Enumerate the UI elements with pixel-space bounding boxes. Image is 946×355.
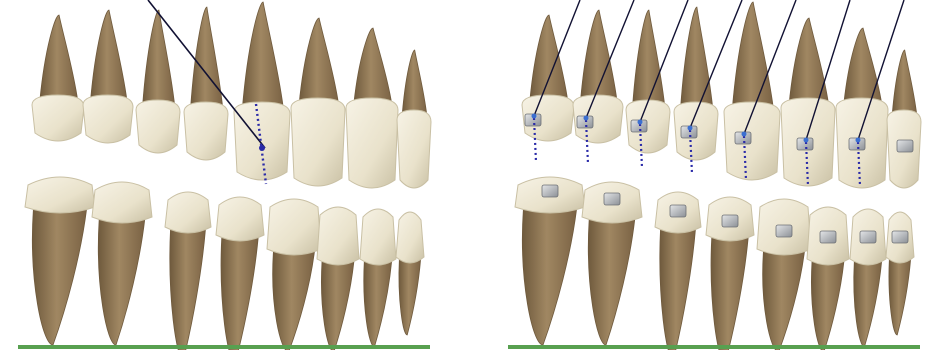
upper-tooth	[724, 2, 780, 180]
lower-tooth	[360, 209, 396, 347]
bracket	[776, 225, 792, 237]
tooth-root	[763, 251, 805, 350]
lower-tooth	[757, 199, 811, 350]
tooth-crown	[92, 182, 152, 223]
tooth-crown	[267, 199, 321, 255]
bracket	[542, 185, 558, 197]
tooth-root	[221, 237, 258, 350]
tooth-root	[522, 209, 576, 345]
tooth-root	[588, 219, 634, 345]
upper-tooth	[234, 2, 290, 180]
right-panel-teeth-brackets	[515, 0, 921, 350]
bracket-point	[804, 138, 809, 143]
lower-tooth	[886, 212, 914, 335]
tooth-crown	[397, 110, 431, 188]
upper-tooth	[291, 18, 345, 186]
lower-tooth	[92, 182, 152, 345]
bracket	[722, 215, 738, 227]
bracket	[604, 193, 620, 205]
tooth-root	[354, 28, 392, 104]
left-baseline	[18, 345, 430, 349]
tooth-root	[530, 15, 568, 101]
tooth-root	[789, 18, 828, 104]
tooth-root	[364, 261, 392, 347]
tooth-root	[889, 259, 911, 335]
tooth-crown	[25, 177, 95, 213]
bracket	[897, 140, 913, 152]
bracket	[820, 231, 836, 243]
left-panel-teeth	[25, 0, 431, 350]
right-baseline	[508, 345, 920, 349]
tooth-root	[143, 10, 175, 106]
lower-tooth	[216, 197, 264, 350]
tooth-root	[40, 15, 78, 101]
tooth-root	[660, 229, 696, 350]
tooth-crown	[136, 100, 180, 153]
tooth-crown	[184, 102, 228, 160]
tooth-root	[681, 7, 713, 108]
tooth-root	[732, 2, 773, 108]
tooth-root	[892, 50, 917, 116]
tooth-root	[32, 209, 86, 345]
tooth-crown	[32, 95, 84, 141]
tooth-crown	[346, 98, 398, 188]
bracket-point	[856, 138, 861, 143]
upper-tooth	[184, 7, 228, 160]
lower-tooth	[515, 177, 585, 345]
tooth-root	[98, 219, 144, 345]
upper-tooth	[397, 50, 431, 188]
bracket-point	[688, 126, 693, 131]
bracket	[670, 205, 686, 217]
tooth-root	[854, 261, 882, 347]
tooth-root	[711, 237, 748, 350]
tooth-crown	[216, 197, 264, 241]
upper-tooth	[836, 28, 888, 188]
tooth-crown	[165, 192, 211, 233]
tooth-root	[91, 10, 128, 101]
tooth-root	[402, 50, 427, 116]
lower-tooth	[850, 209, 886, 347]
upper-tooth	[887, 50, 921, 188]
bracket	[892, 231, 908, 243]
tooth-root	[170, 229, 206, 350]
axis-marker	[259, 145, 265, 151]
tooth-root	[633, 10, 665, 106]
upper-tooth	[83, 10, 133, 143]
lower-tooth	[807, 207, 849, 350]
tooth-root	[844, 28, 882, 104]
tooth-crown	[83, 95, 133, 143]
tooth-crown	[317, 207, 359, 265]
tooth-root	[273, 251, 315, 350]
upper-tooth	[781, 18, 835, 186]
bracket-point	[638, 120, 643, 125]
bracket-point	[584, 116, 589, 121]
tooth-root	[811, 261, 844, 350]
tooth-crown	[291, 98, 345, 186]
tooth-root	[321, 261, 354, 350]
bracket-point	[742, 132, 747, 137]
lower-tooth	[582, 182, 642, 345]
upper-tooth	[346, 28, 398, 188]
bracket	[860, 231, 876, 243]
lower-tooth	[396, 212, 424, 335]
lower-tooth	[25, 177, 95, 345]
tooth-crown	[396, 212, 424, 263]
tooth-crown	[234, 102, 290, 180]
tooth-root	[299, 18, 338, 104]
upper-tooth	[32, 15, 84, 141]
lower-tooth	[317, 207, 359, 350]
bracket-point	[532, 114, 537, 119]
lower-tooth	[267, 199, 321, 350]
lower-tooth	[165, 192, 211, 350]
tooth-root	[191, 7, 223, 108]
tooth-crown	[360, 209, 396, 265]
tooth-root	[242, 2, 283, 108]
tooth-root	[399, 259, 421, 335]
